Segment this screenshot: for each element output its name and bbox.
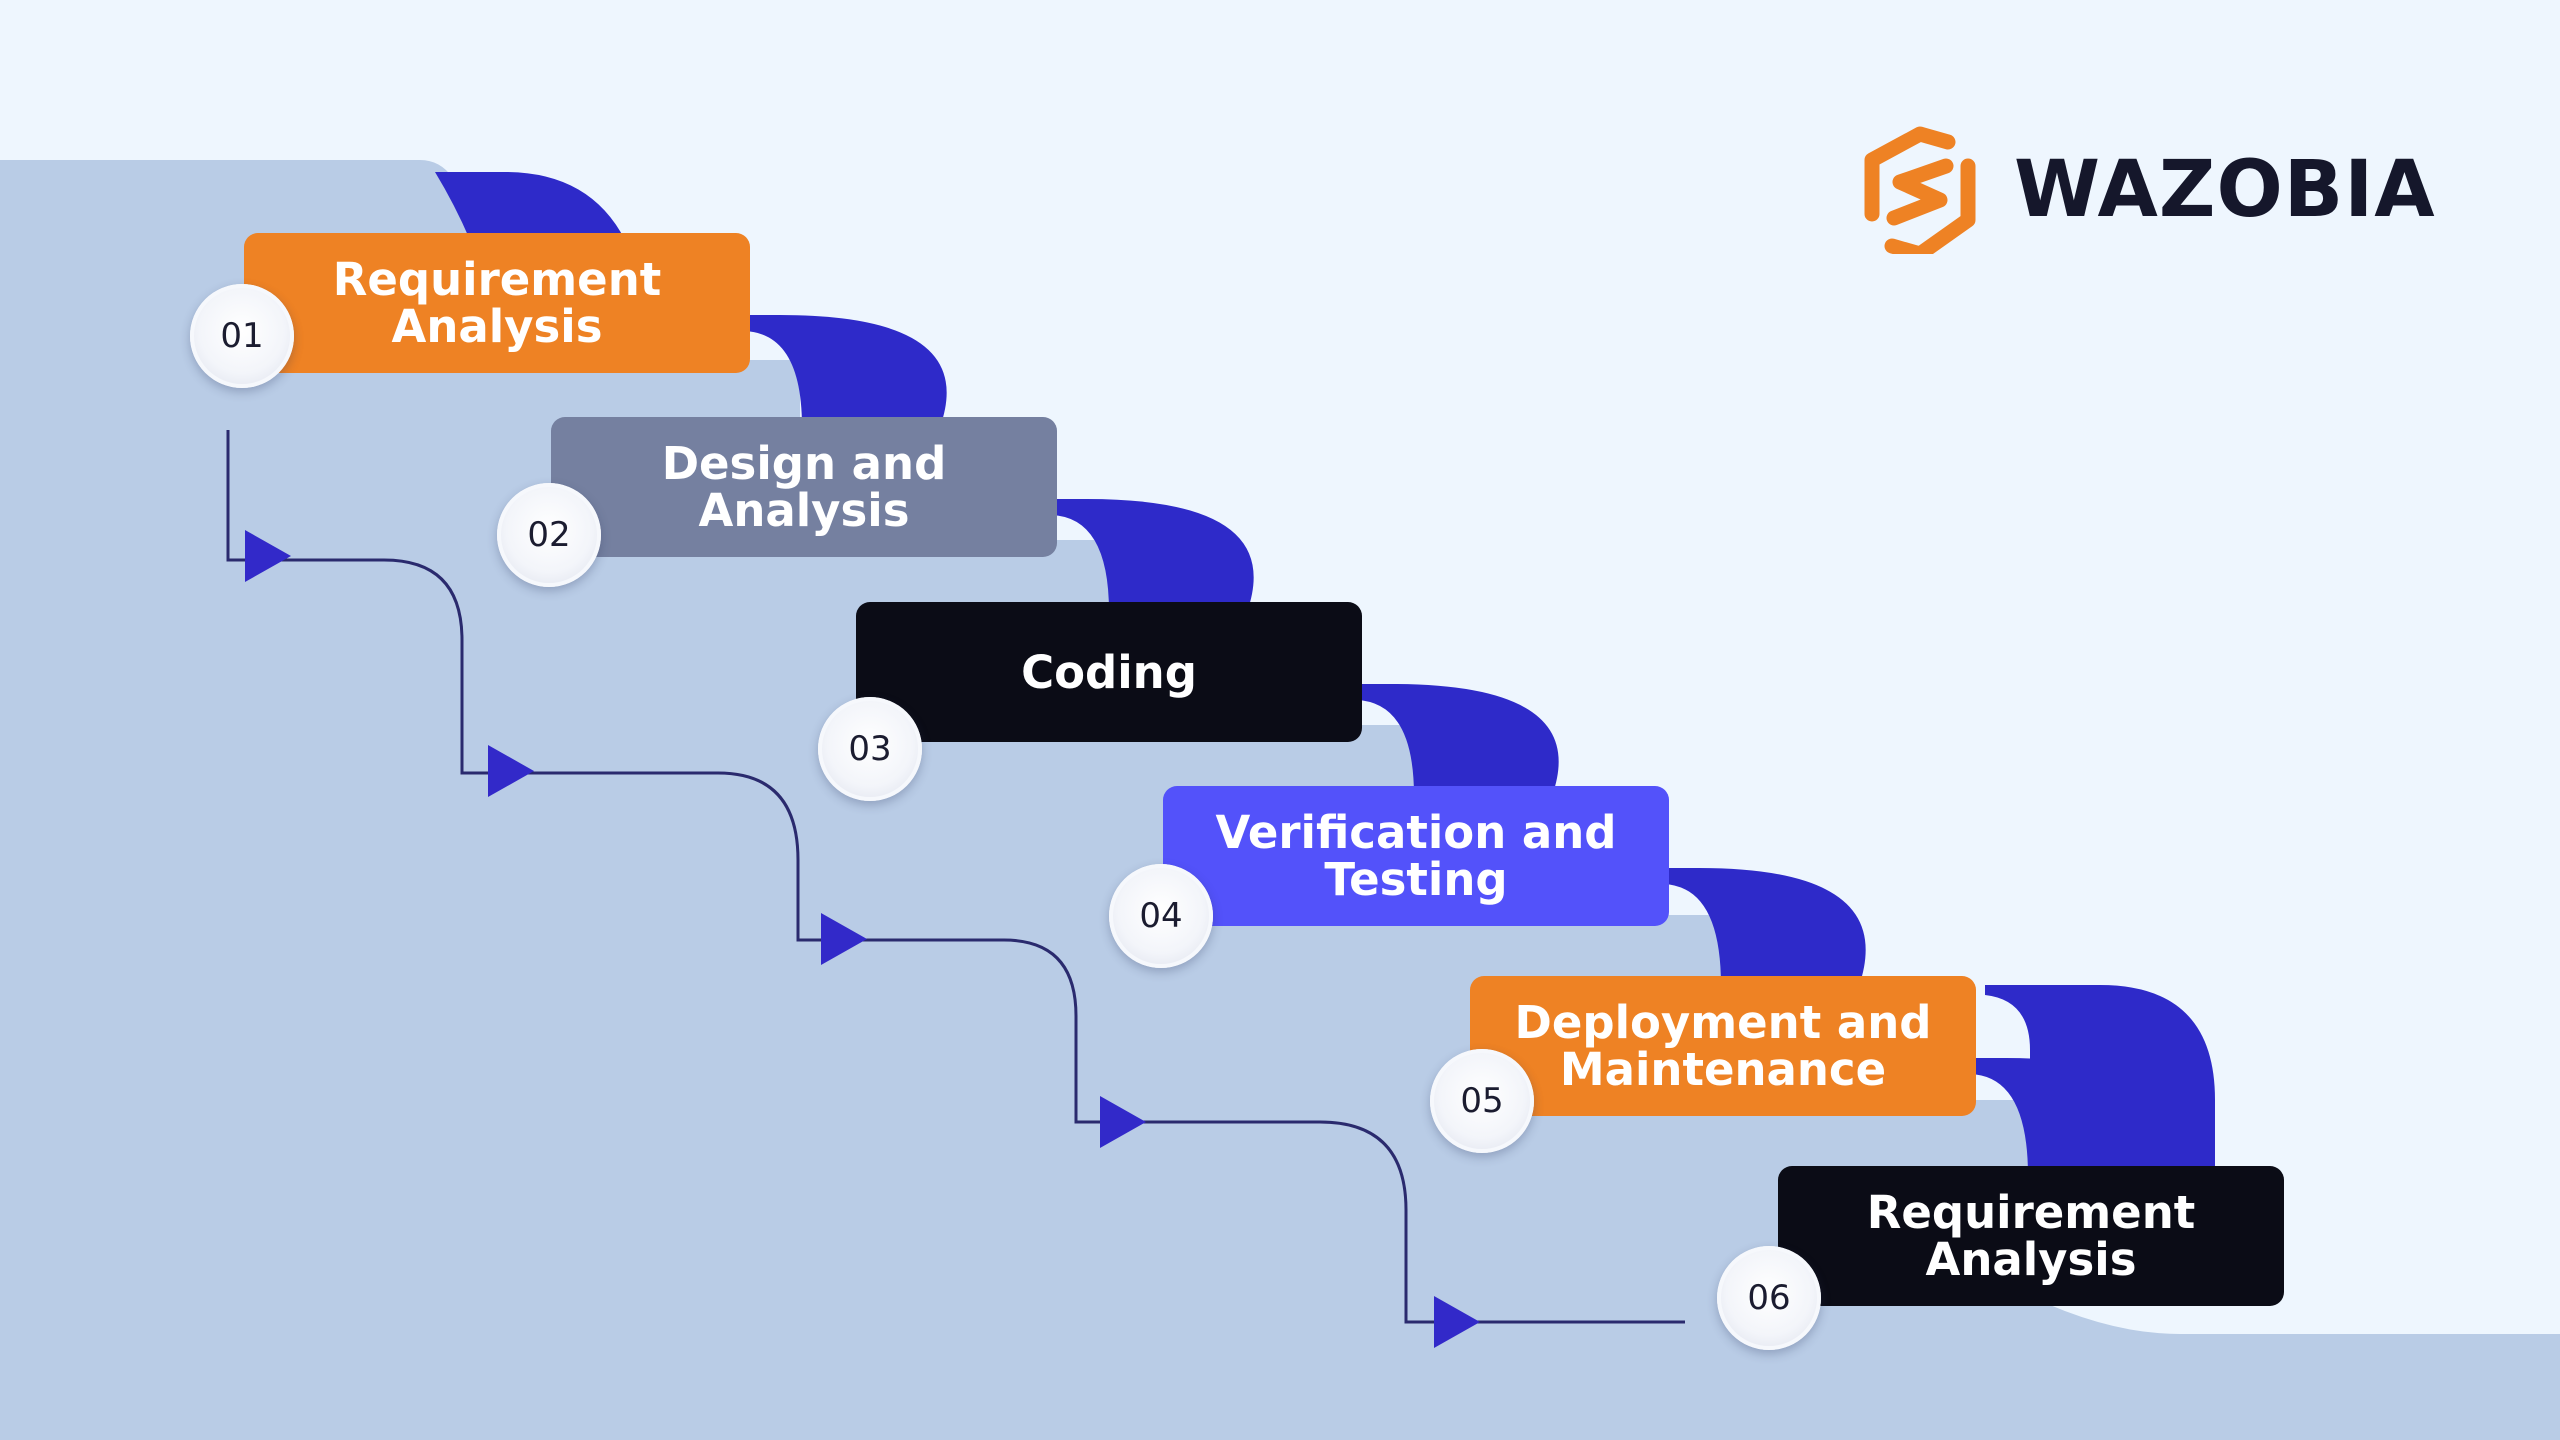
step-tab-top bbox=[435, 172, 625, 240]
step-badge-02: 02 bbox=[497, 483, 601, 587]
connector-line bbox=[226, 430, 1685, 1324]
step-tab-4 bbox=[1663, 868, 1866, 986]
connector-arrow-icon bbox=[821, 913, 867, 965]
step-badge-04: 04 bbox=[1109, 864, 1213, 968]
step-card-06: Requirement Analysis bbox=[1778, 1166, 2284, 1306]
step-badge-03: 03 bbox=[818, 697, 922, 801]
step-card-05: Deployment and Maintenance bbox=[1470, 976, 1976, 1116]
step-badge-01: 01 bbox=[190, 284, 294, 388]
step-tab-2 bbox=[1051, 499, 1254, 612]
step-label-04: Verification and Testing bbox=[1215, 806, 1617, 906]
step-badge-05: 05 bbox=[1430, 1049, 1534, 1153]
step-number-03: 03 bbox=[848, 729, 892, 769]
step-label-01: Requirement Analysis bbox=[332, 253, 662, 353]
wazobia-logo: WAZOBIA bbox=[1862, 126, 2436, 254]
brand-name: WAZOBIA bbox=[2014, 145, 2436, 235]
step-number-05: 05 bbox=[1460, 1081, 1504, 1121]
connector-arrow-icon bbox=[245, 530, 291, 582]
step-number-02: 02 bbox=[527, 515, 571, 555]
step-label-06: Requirement Analysis bbox=[1866, 1186, 2196, 1286]
step-tabs bbox=[435, 172, 2215, 1176]
step-label-03: Coding bbox=[1021, 645, 1197, 699]
step-tab-1 bbox=[744, 315, 947, 427]
step-badge-06: 06 bbox=[1717, 1246, 1821, 1350]
step-number-06: 06 bbox=[1747, 1278, 1791, 1318]
step-number-01: 01 bbox=[220, 316, 264, 356]
step-card-01: Requirement Analysis bbox=[244, 233, 750, 373]
step-card-04: Verification and Testing bbox=[1163, 786, 1669, 926]
step-tab-6 bbox=[1985, 985, 2215, 1170]
connector-arrow-icon bbox=[1100, 1096, 1146, 1148]
connector-arrow-icon bbox=[488, 745, 534, 797]
step-card-02: Design and Analysis bbox=[551, 417, 1057, 557]
step-label-05: Deployment and Maintenance bbox=[1514, 996, 1932, 1096]
hexagon-s-logo-icon bbox=[1864, 126, 1976, 254]
step-connectors bbox=[226, 430, 1685, 1348]
step-tab-3 bbox=[1356, 684, 1559, 796]
step-card-03: Coding bbox=[856, 602, 1362, 742]
step-label-02: Design and Analysis bbox=[661, 437, 947, 537]
connector-arrow-icon bbox=[1434, 1296, 1480, 1348]
step-number-04: 04 bbox=[1139, 896, 1183, 936]
